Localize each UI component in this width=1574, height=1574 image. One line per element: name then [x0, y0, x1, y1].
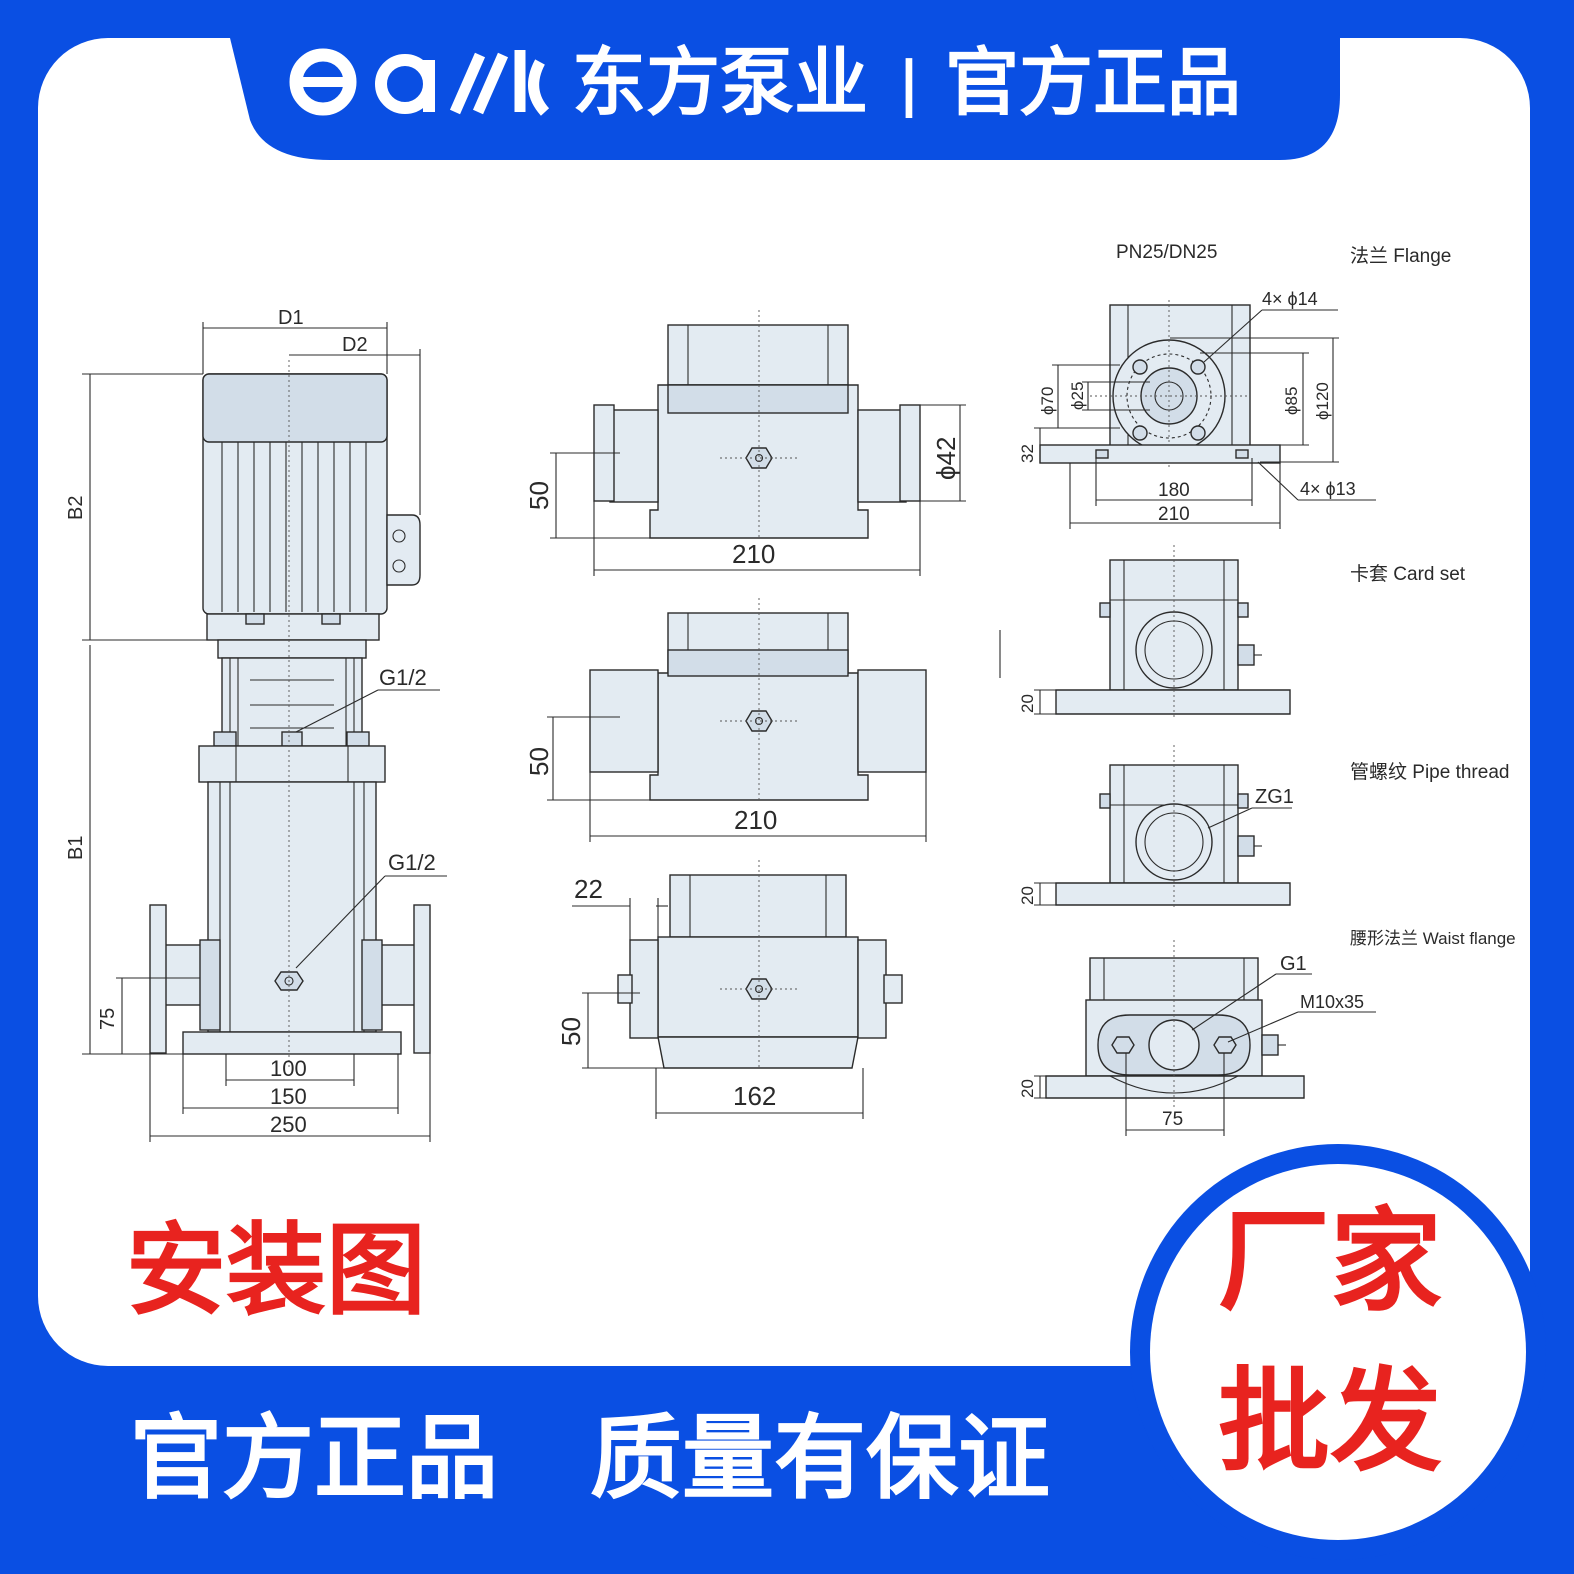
header-separator: | [898, 49, 920, 119]
flange-title: 法兰 Flange [1350, 245, 1451, 267]
card-set-title: 卡套 Card set [1350, 563, 1466, 585]
label-b2: B2 [65, 496, 87, 520]
label-bolt: M10x35 [1300, 992, 1364, 1012]
label-flange-phi42: ϕ42 [931, 437, 961, 480]
base-view-card: 50 210 [524, 598, 927, 842]
label-w180: 180 [1158, 480, 1190, 501]
label-g1: G1 [1280, 953, 1307, 975]
card-set-detail: 卡套 Card set 20 [999, 545, 1466, 720]
label-flange-w210: 210 [732, 539, 775, 569]
wholesale-badge: 厂家 批发 [1130, 1144, 1546, 1560]
slogan-genuine: 官方正品 [130, 1405, 498, 1512]
label-card-w210: 210 [734, 805, 777, 835]
label-w250: 250 [270, 1112, 307, 1137]
pipe-thread-title: 管螺纹 Pipe thread [1350, 761, 1509, 783]
label-thread-h20: 20 [1018, 886, 1037, 905]
label-zg1: ZG1 [1255, 786, 1294, 808]
label-waist-h20: 20 [1018, 1079, 1037, 1098]
slogan-quality: 质量有保证 [590, 1405, 1050, 1512]
label-g-lower: G1/2 [388, 850, 436, 875]
label-holes-bottom: 4× ϕ13 [1300, 479, 1356, 499]
label-thread-w22: 22 [574, 874, 603, 904]
label-b1: B1 [65, 836, 87, 860]
badge-line1: 厂家 [1218, 1197, 1442, 1327]
label-w150: 150 [270, 1084, 307, 1109]
waist-flange-detail: 腰形法兰 Waist flange G1 M10x35 20 75 [1018, 929, 1516, 1136]
label-phi85: ϕ85 [1282, 387, 1301, 415]
label-flange-h50: 50 [524, 481, 554, 510]
header-banner [230, 38, 1340, 160]
brand-name: 东方泵业 [572, 40, 868, 126]
label-w100: 100 [270, 1056, 307, 1081]
label-d2: D2 [342, 334, 368, 356]
install-diagram-label: 安装图 [126, 1212, 426, 1329]
flange-detail: PN25/DN25 法兰 Flange 4× ϕ14 ϕ70 ϕ25 ϕ85 ϕ… [1018, 242, 1451, 529]
label-card-h50: 50 [524, 747, 554, 776]
waist-flange-title: 腰形法兰 Waist flange [1350, 929, 1516, 948]
label-w210: 210 [1158, 504, 1190, 525]
label-h32: 32 [1018, 444, 1037, 463]
brand-logo [289, 48, 550, 116]
header-tagline: 官方正品 [945, 40, 1241, 126]
label-phi70: ϕ70 [1038, 387, 1057, 415]
label-g-upper: G1/2 [379, 665, 427, 690]
label-phi120: ϕ120 [1313, 382, 1332, 420]
pump-side-view: D1 D2 B2 B1 75 G1/2 G1/2 100 150 250 [65, 307, 447, 1142]
label-waist-w75: 75 [1162, 1109, 1183, 1130]
label-thread-h50: 50 [556, 1017, 586, 1046]
badge-line2: 批发 [1218, 1357, 1442, 1487]
pipe-thread-detail: 管螺纹 Pipe thread ZG1 20 [1018, 745, 1509, 910]
label-phi25: ϕ25 [1068, 382, 1087, 410]
label-card-h20: 20 [1018, 694, 1037, 713]
label-d1: D1 [278, 307, 304, 329]
label-h75: 75 [97, 1008, 119, 1030]
label-pn-dn: PN25/DN25 [1116, 242, 1217, 263]
label-holes-top: 4× ϕ14 [1262, 289, 1318, 309]
base-view-thread: 22 50 162 [556, 860, 903, 1119]
label-thread-w162: 162 [733, 1081, 776, 1111]
base-view-flange: 50 210 ϕ42 [524, 310, 966, 576]
